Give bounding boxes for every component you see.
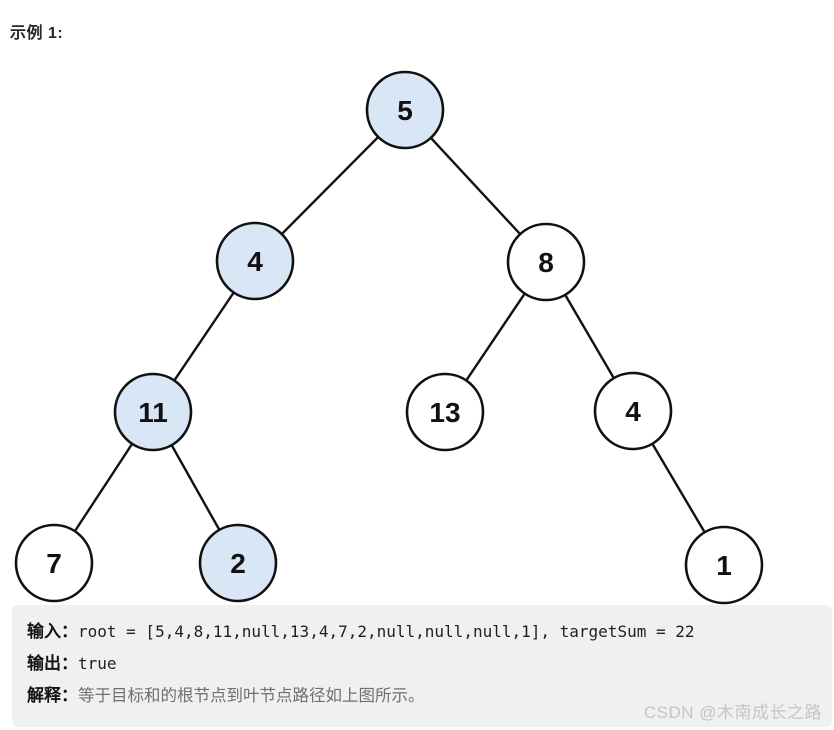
tree-node-circle [14,523,94,603]
tree-node-value: 7 [46,548,62,579]
input-line: 输入：root = [5,4,8,11,null,13,4,7,2,null,n… [27,616,822,648]
tree-node: 4 [593,371,673,451]
tree-node-circle-highlighted [113,372,193,452]
tree-node-circle-highlighted [365,70,445,150]
tree-node-value: 4 [247,246,263,277]
output-value: true [78,654,117,673]
explanation-line: 解释：等于目标和的根节点到叶节点路径如上图所示。 [27,680,822,712]
tree-node: 8 [506,222,586,302]
tree-node-value: 5 [397,95,413,126]
tree-node: 5 [365,70,445,150]
tree-node-value: 8 [538,247,554,278]
input-value: root = [5,4,8,11,null,13,4,7,2,null,null… [78,622,695,641]
tree-node: 1 [684,525,764,605]
binary-tree-diagram: 5 4 8 11 13 4 7 2 1 [14,70,764,605]
tree-node: 4 [215,221,295,301]
tree-node: 11 [113,372,193,452]
tree-node-value: 1 [716,550,732,581]
tree-node: 13 [405,372,485,452]
tree-node: 7 [14,523,94,603]
csdn-watermark: CSDN @木南成长之路 [643,703,822,722]
example-title: 示例 1: [10,25,64,42]
example-io-panel: 输入：root = [5,4,8,11,null,13,4,7,2,null,n… [12,605,832,727]
tree-node-circle [593,371,673,451]
tree-node-circle-highlighted [215,221,295,301]
tree-node-value: 13 [429,397,460,428]
output-line: 输出：true [27,648,822,680]
tree-node: 2 [198,523,278,603]
tree-node-circle-highlighted [198,523,278,603]
output-label: 输出： [27,654,78,673]
explanation-label: 解释： [27,686,78,705]
input-label: 输入： [27,622,78,641]
tree-node-circle [506,222,586,302]
tree-node-circle [684,525,764,605]
tree-node-value: 11 [138,397,168,428]
tree-node-value: 2 [230,548,246,579]
tree-node-value: 4 [625,396,641,427]
explanation-value: 等于目标和的根节点到叶节点路径如上图所示。 [78,686,425,705]
tree-node-circle [405,372,485,452]
